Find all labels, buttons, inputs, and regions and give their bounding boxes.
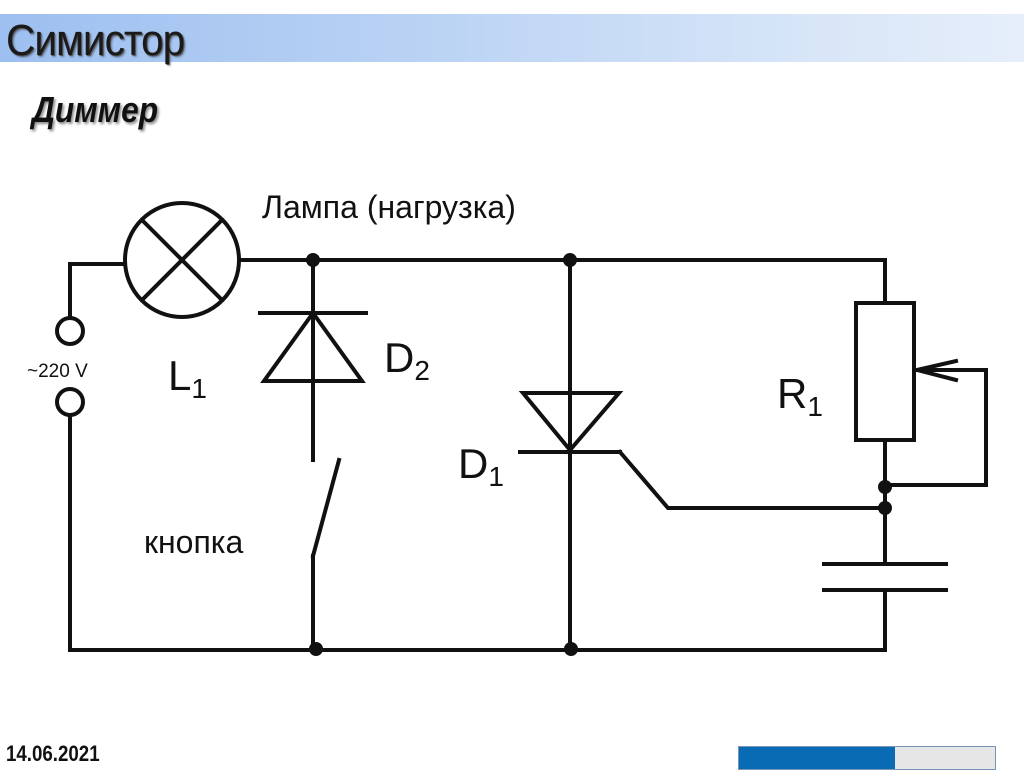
lamp-label: Лампа (нагрузка) <box>262 189 516 225</box>
slide-progress-bar <box>738 746 996 770</box>
lamp-ref-sub: 1 <box>191 373 207 404</box>
lamp-ref-letter: L <box>168 352 191 399</box>
junction-dot <box>563 253 577 267</box>
junction-dot <box>878 501 892 515</box>
junction-dots <box>306 253 892 656</box>
d1-gate-wire <box>617 449 887 510</box>
d1-ref-letter: D <box>458 440 488 487</box>
junction-dot <box>564 642 578 656</box>
d1-ref-label: D1 <box>458 440 504 492</box>
ac-source <box>55 262 318 652</box>
triac-d1 <box>518 258 887 652</box>
source-terminal-bottom <box>55 387 85 417</box>
button-label: кнопка <box>144 524 244 560</box>
d2-triangle <box>260 309 366 383</box>
lamp-ref-label: L1 <box>168 352 207 404</box>
d2-ref-label: D2 <box>384 334 430 386</box>
d2-ref-letter: D <box>384 334 414 381</box>
junction-dot <box>309 642 323 656</box>
wire-source-to-bottom-rail <box>68 413 318 652</box>
source-voltage-label: ~220 V <box>27 361 88 382</box>
slide-subtitle: Диммер <box>32 89 159 130</box>
d2-ref-sub: 2 <box>414 355 430 386</box>
junction-dot <box>878 480 892 494</box>
switch-blade <box>310 457 342 559</box>
resistor-r1 <box>854 301 988 564</box>
r1-wiper-arrow <box>916 358 959 383</box>
r1-wiper-wire <box>883 368 988 487</box>
d1-ref-sub: 1 <box>488 461 504 492</box>
title-bar <box>0 14 1024 62</box>
lamp-cross-2 <box>139 217 225 303</box>
source-terminal-top <box>55 316 85 346</box>
r1-ref-sub: 1 <box>807 391 823 422</box>
d1-triangle <box>518 391 624 454</box>
top-rail <box>237 258 887 305</box>
capacitor-c1 <box>822 562 948 652</box>
r1-body <box>854 301 916 442</box>
r1-ref-letter: R <box>777 370 807 417</box>
slide-date: 14.06.2021 <box>6 741 100 766</box>
r1-ref-label: R1 <box>777 370 823 422</box>
wire-source-to-lamp <box>68 262 126 320</box>
junction-dot <box>306 253 320 267</box>
push-button-switch <box>310 457 342 652</box>
slide-progress-fill <box>739 747 896 769</box>
diode-d2 <box>258 258 368 462</box>
lamp-l1 <box>123 201 241 319</box>
slide-title: Симистор <box>6 16 185 65</box>
